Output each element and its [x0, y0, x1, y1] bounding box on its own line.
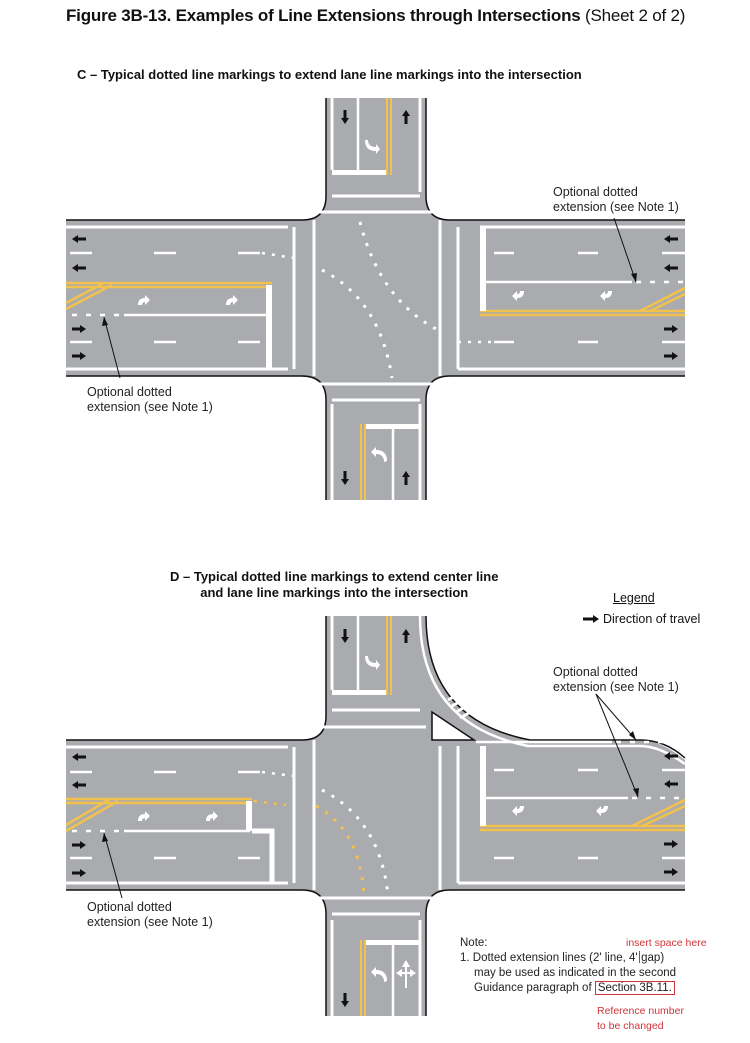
arrow-right-icon	[583, 615, 599, 623]
u-turn-arrow-icon	[572, 720, 582, 732]
annotation-line: to be changed	[597, 1020, 664, 1032]
left-turn-arrow-icon	[206, 811, 218, 821]
insert-caret-marker	[638, 951, 641, 963]
u-turn-arrow-icon	[504, 720, 514, 732]
panel-c-south-approach	[341, 424, 420, 500]
callout-line: Optional dotted	[87, 385, 172, 399]
panel-c-curbs	[66, 98, 685, 500]
left-turn-arrow-icon	[512, 291, 524, 301]
legend-title: Legend	[613, 591, 655, 605]
left-turn-arrow-icon	[226, 295, 238, 305]
turn-arrow-icon	[365, 140, 380, 154]
callout-line: extension (see Note 1)	[553, 680, 679, 694]
insert-space-annotation: insert space here	[626, 937, 707, 949]
panel-c-east-approach	[458, 227, 686, 360]
panel-c-stop-box	[292, 194, 460, 402]
panel-c-edge-lines	[66, 98, 685, 500]
figure-title-main: Figure 3B-13. Examples of Line Extension…	[66, 6, 581, 25]
panel-c-dotted-extensions	[321, 221, 439, 379]
section-reference-highlight: Section 3B.11.	[594, 981, 675, 995]
callout-line: extension (see Note 1)	[87, 400, 213, 414]
note-line-2: may be used as indicated in the second	[474, 967, 677, 979]
turn-arrow-icon	[365, 656, 380, 670]
panel-d-curbs	[66, 615, 686, 1016]
panel-c-west-approach	[65, 235, 295, 369]
panel-c-callout-left: Optional dotted extension (see Note 1)	[87, 385, 213, 415]
note-line-3: Guidance paragraph of Section 3B.11.	[460, 981, 676, 996]
note-text: 1. Dotted extension lines (2' line, 4'	[460, 952, 638, 964]
panel-d-callout-right: Optional dotted extension (see Note 1)	[553, 665, 679, 695]
note-line-1: 1. Dotted extension lines (2' line, 4'ga…	[460, 951, 676, 966]
panel-c-intersection	[65, 98, 686, 500]
panel-c-callout-right: Optional dotted extension (see Note 1)	[553, 185, 679, 215]
callout-line: Optional dotted	[87, 900, 172, 914]
panel-d-heading: D – Typical dotted line markings to exte…	[170, 569, 498, 601]
panel-d-callout-left: Optional dotted extension (see Note 1)	[87, 900, 213, 930]
note-text: Guidance paragraph of	[474, 982, 595, 994]
callout-line: extension (see Note 1)	[553, 200, 679, 214]
callout-line: extension (see Note 1)	[87, 915, 213, 929]
panel-d-pavement	[66, 616, 685, 1016]
left-turn-arrow-icon	[371, 447, 387, 462]
panel-c-north-approach	[332, 98, 410, 175]
note-text: gap)	[641, 952, 665, 964]
panel-c-pavement	[66, 98, 685, 500]
left-turn-arrow-icon	[596, 806, 608, 816]
left-turn-arrow-icon	[512, 806, 524, 816]
callout-line: Optional dotted	[553, 665, 638, 679]
legend-item-direction: Direction of travel	[583, 612, 700, 626]
left-turn-arrow-icon	[138, 295, 150, 305]
multi-direction-arrow-icon	[396, 960, 416, 988]
annotation-line: Reference number	[597, 1005, 684, 1017]
left-turn-arrow-icon	[371, 967, 387, 982]
left-turn-arrow-icon	[138, 811, 150, 821]
panel-d-heading-line2: and lane line markings into the intersec…	[200, 585, 469, 600]
panel-d-heading-line1: D – Typical dotted line markings to exte…	[170, 569, 499, 584]
legend-item-label: Direction of travel	[603, 612, 701, 626]
left-turn-arrow-icon	[600, 291, 612, 301]
panel-c-heading: C – Typical dotted line markings to exte…	[77, 67, 582, 82]
figure-title: Figure 3B-13. Examples of Line Extension…	[66, 6, 685, 26]
figure-title-sheet: (Sheet 2 of 2)	[580, 6, 686, 25]
note-block: Note: 1. Dotted extension lines (2' line…	[460, 936, 676, 996]
callout-line: Optional dotted	[553, 185, 638, 199]
channelizing-island	[431, 710, 477, 741]
reference-change-annotation: Reference number to be changed	[597, 1004, 684, 1034]
panel-d-intersection	[65, 615, 686, 1016]
note-heading: Note:	[460, 937, 488, 949]
